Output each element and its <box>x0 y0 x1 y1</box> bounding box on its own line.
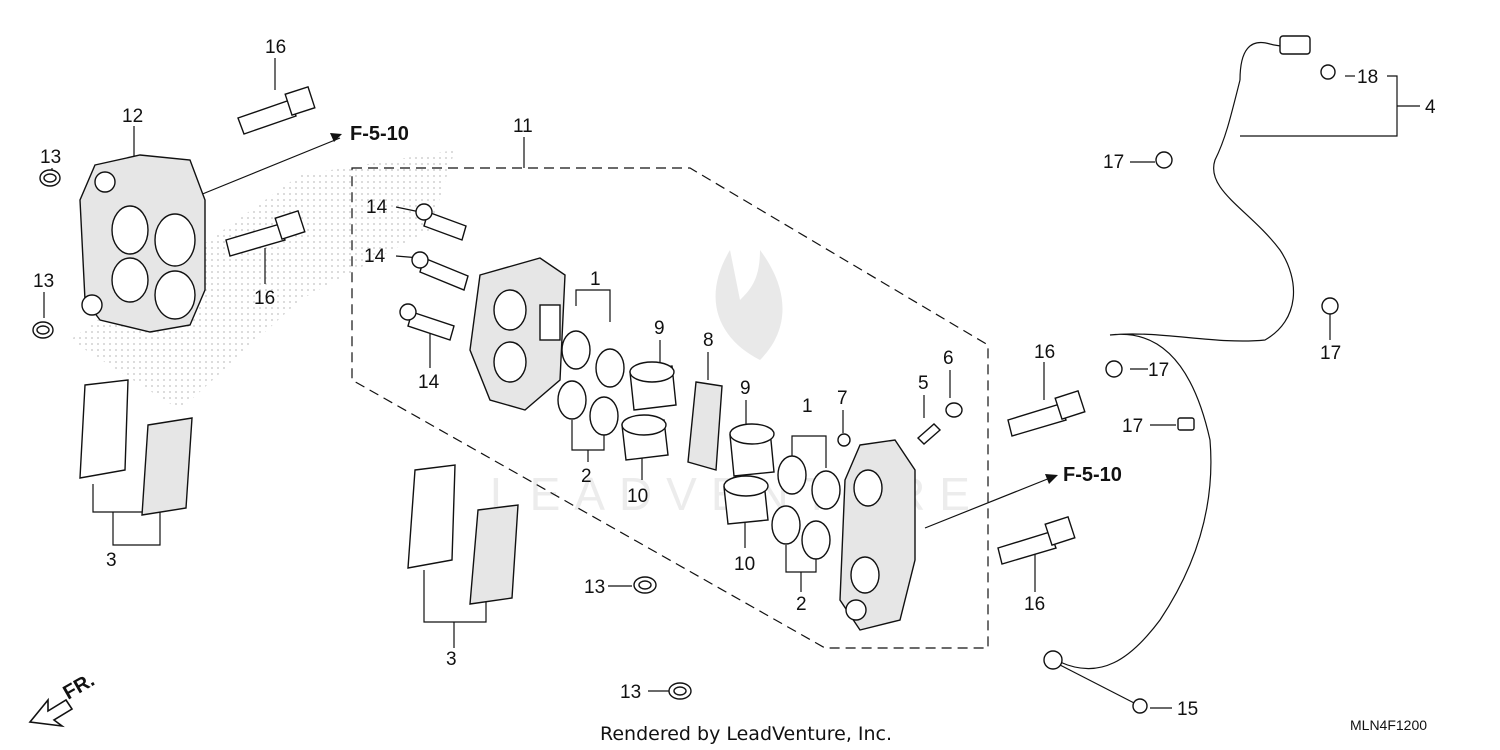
reference-f-5-10-right: F-5-10 <box>1063 464 1122 486</box>
seal-13-mid-left <box>32 321 54 339</box>
brake-pad-center-b <box>469 504 519 605</box>
brake-pad-center-a <box>407 464 456 569</box>
ref-arrow-right <box>1045 474 1058 484</box>
piston-seals-right <box>771 455 841 560</box>
label-11: 11 <box>513 116 533 137</box>
direction-label: FR. <box>60 669 99 704</box>
label-17: 17 <box>1103 152 1124 173</box>
label-3: 3 <box>446 649 457 670</box>
piston-9-left <box>629 361 677 411</box>
footer-credit: Rendered by LeadVenture, Inc. <box>600 723 892 745</box>
label-16: 16 <box>1034 342 1055 363</box>
piston-10-right <box>723 475 769 525</box>
label-13: 13 <box>620 682 641 703</box>
caliper-inner-half <box>469 257 566 411</box>
seal-13-top-left <box>39 169 61 187</box>
label-9: 9 <box>740 378 751 399</box>
plug-7 <box>837 433 851 447</box>
label-10: 10 <box>627 486 648 507</box>
label-16: 16 <box>1024 594 1045 615</box>
label-6: 6 <box>943 348 954 369</box>
label-17: 17 <box>1148 360 1169 381</box>
brake-pad-left-b <box>141 417 193 516</box>
label-14: 14 <box>364 246 386 267</box>
cap-6 <box>945 402 963 418</box>
wheel-speed-sensor-wire <box>1043 35 1339 714</box>
piston-10-left <box>621 414 669 461</box>
pad-spring-8 <box>687 381 723 471</box>
kit-outline <box>351 167 989 649</box>
seal-13-bottom <box>668 682 692 700</box>
label-13: 13 <box>40 147 61 168</box>
ref-arrow-top <box>330 133 342 142</box>
label-3: 3 <box>106 550 117 571</box>
piston-seals-left <box>557 330 625 436</box>
caliper-left <box>79 154 206 333</box>
label-14: 14 <box>366 197 388 218</box>
bolt-16-right-top <box>1007 389 1086 437</box>
label-16: 16 <box>254 288 275 309</box>
bolt-16-left <box>225 209 306 257</box>
label-5: 5 <box>918 373 929 394</box>
label-18: 18 <box>1357 67 1378 88</box>
seal-13-center <box>633 576 657 594</box>
reference-f-5-10-top: F-5-10 <box>350 123 409 145</box>
label-1: 1 <box>590 269 601 290</box>
bolt-14-c <box>399 303 455 341</box>
label-2: 2 <box>581 466 592 487</box>
caliper-outer-half <box>839 439 916 631</box>
bolt-16-top <box>237 85 316 135</box>
label-17: 17 <box>1122 416 1143 437</box>
label-16: 16 <box>265 37 286 58</box>
label-2: 2 <box>796 594 807 615</box>
label-10: 10 <box>734 554 755 575</box>
label-8: 8 <box>703 330 714 351</box>
label-17: 17 <box>1320 343 1341 364</box>
label-12: 12 <box>122 106 143 127</box>
bolt-16-right-bottom <box>997 515 1076 565</box>
label-14: 14 <box>418 372 440 393</box>
label-13: 13 <box>33 271 54 292</box>
piston-9-right <box>729 423 775 477</box>
diagram-code: MLN4F1200 <box>1350 717 1427 733</box>
label-13: 13 <box>584 577 605 598</box>
bolt-14-a <box>415 203 467 241</box>
label-1: 1 <box>802 396 813 417</box>
label-9: 9 <box>654 318 665 339</box>
front-direction-arrow: FR. <box>28 669 99 728</box>
leader-lines <box>43 58 1420 709</box>
label-7: 7 <box>837 388 848 409</box>
label-15: 15 <box>1177 699 1198 720</box>
bolt-14-b <box>411 251 469 291</box>
bleeder-5 <box>916 423 942 445</box>
label-4: 4 <box>1425 97 1436 118</box>
brake-pad-left-a <box>79 379 129 479</box>
